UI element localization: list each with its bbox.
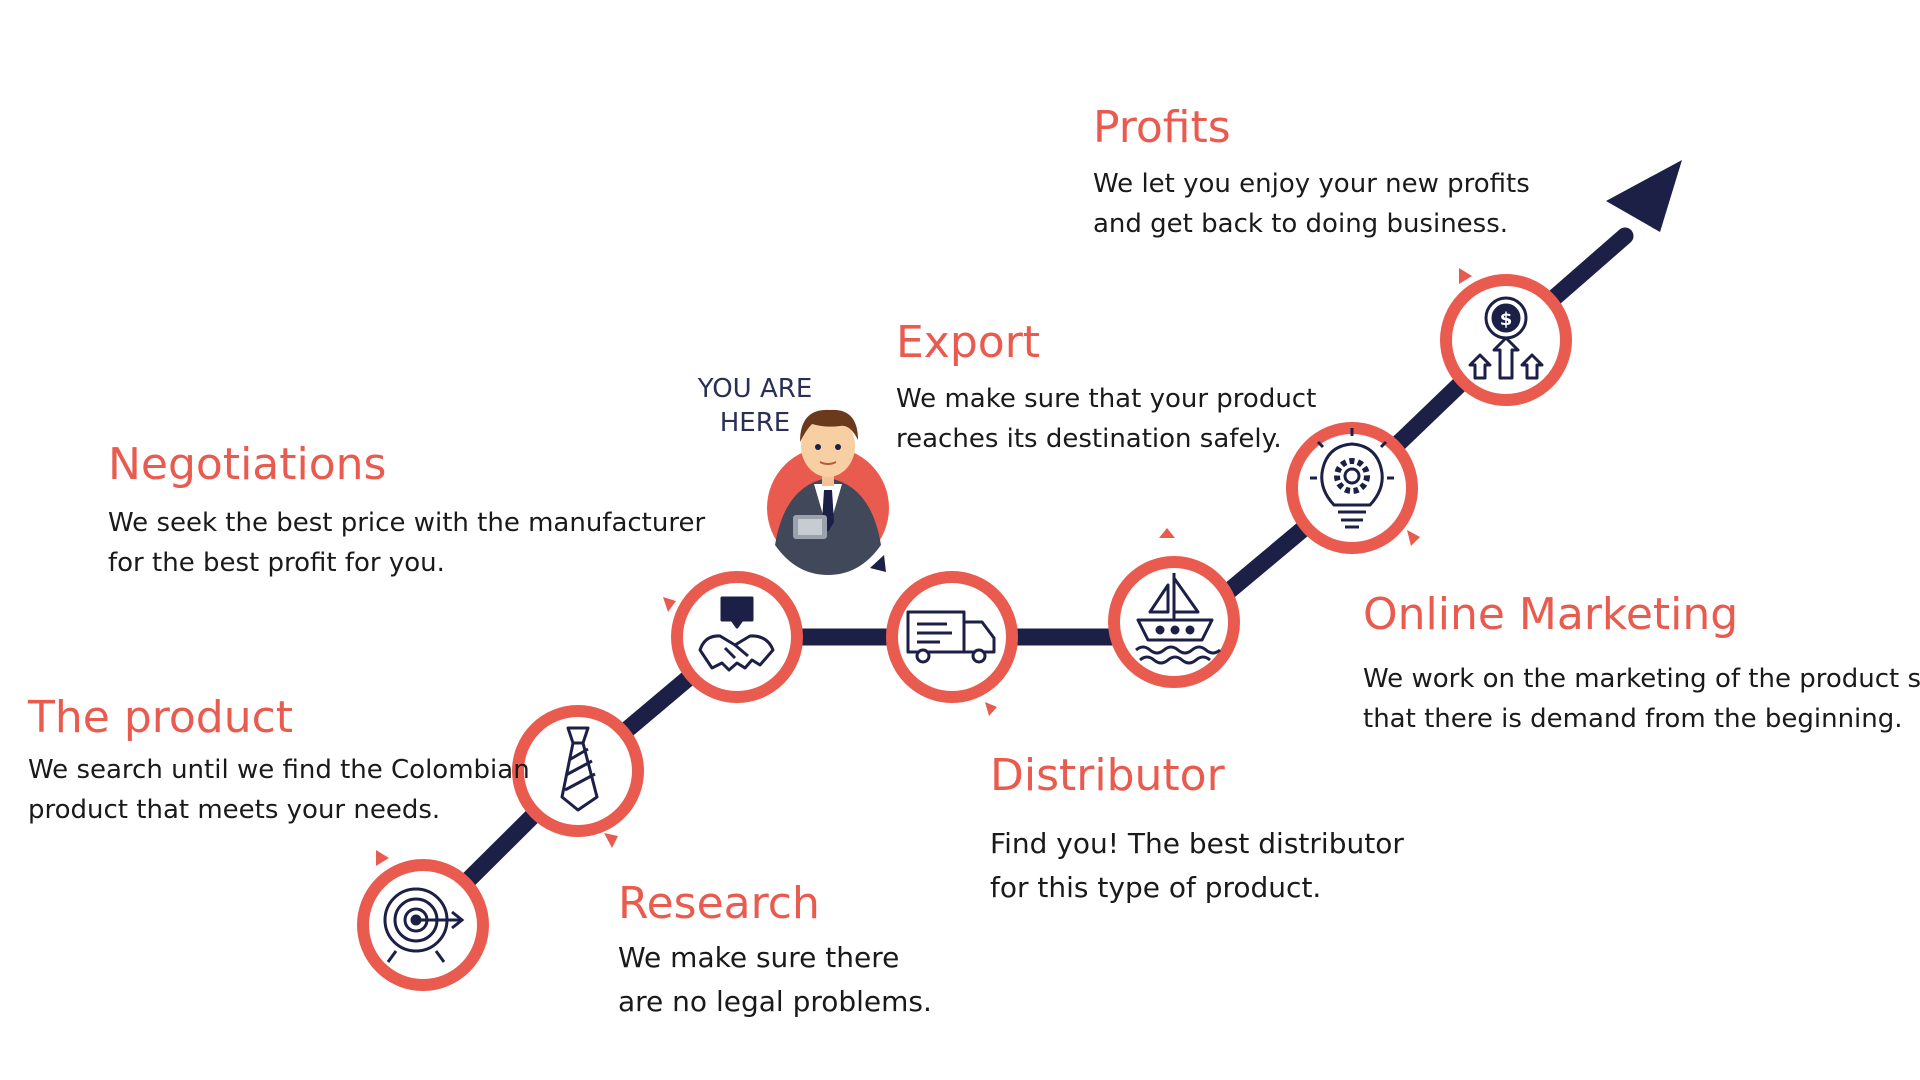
truck-icon: [906, 610, 996, 664]
description-line: We make sure there: [618, 941, 900, 974]
step-title: Profits: [1093, 102, 1231, 153]
description-line: We make sure that your product: [896, 384, 1317, 414]
description-line: that there is demand from the beginning.: [1363, 704, 1903, 734]
step-title: Export: [896, 317, 1041, 368]
description-line: for the best profit for you.: [108, 548, 445, 578]
node-negotiations: [671, 571, 803, 703]
accent-triangles: [376, 268, 1472, 866]
target-icon: [383, 887, 465, 963]
lightbulb-gear-icon: [1310, 428, 1394, 529]
step-distributor: Distributor Find you! The best distribut…: [990, 748, 1404, 910]
node-distributor: [886, 571, 1018, 703]
step-the-product: The product We search until we find the …: [28, 690, 530, 830]
step-negotiations: Negotiations We seek the best price with…: [108, 437, 705, 583]
description-line: and get back to doing business.: [1093, 209, 1509, 239]
step-description: We work on the marketing of the product …: [1363, 659, 1920, 739]
step-description: We seek the best price with the manufact…: [108, 503, 705, 583]
step-title: Distributor: [990, 750, 1225, 801]
step-online-marketing: Online Marketing We work on the marketin…: [1363, 587, 1920, 739]
handshake-icon: [698, 596, 775, 672]
node-online-marketing: [1286, 422, 1418, 554]
step-title: Research: [618, 878, 820, 929]
money-growth-icon: $: [1468, 296, 1544, 380]
description-line: are no legal problems.: [618, 985, 932, 1018]
step-title: The product: [28, 692, 294, 743]
description-line: We let you enjoy your new profits: [1093, 169, 1530, 199]
ship-icon: [1135, 573, 1221, 665]
description-line: We search until we find the Colombian: [28, 755, 530, 785]
step-description: We search until we find the Colombian pr…: [28, 750, 530, 830]
step-description: Find you! The best distributor for this …: [990, 822, 1404, 910]
svg-text:$: $: [1500, 309, 1513, 330]
person-avatar: [767, 409, 889, 575]
arrow-head-icon: [1606, 160, 1682, 232]
description-line: Find you! The best distributor: [990, 827, 1404, 860]
you-are-here-line2: HERE: [719, 408, 791, 438]
description-line: We seek the best price with the manufact…: [108, 508, 706, 538]
description-line: We work on the marketing of the product …: [1363, 664, 1920, 694]
step-title: Negotiations: [108, 439, 387, 490]
step-export: Export We make sure that your product re…: [896, 315, 1316, 459]
description-line: for this type of product.: [990, 871, 1322, 904]
node-profits: $: [1440, 274, 1572, 406]
you-are-here-line1: YOU ARE: [697, 374, 813, 404]
node-the-product: [357, 859, 489, 991]
node-export: [1108, 556, 1240, 688]
step-description: We let you enjoy your new profits and ge…: [1093, 164, 1530, 244]
node-research: [512, 705, 644, 837]
step-description: We make sure that your product reaches i…: [896, 379, 1316, 459]
tie-icon: [560, 726, 599, 812]
you-are-here-label: YOU ARE HERE: [670, 372, 840, 440]
description-line: reaches its destination safely.: [896, 424, 1282, 454]
step-research: Research We make sure there are no legal…: [618, 876, 932, 1024]
pointer-triangle: [870, 555, 886, 572]
step-profits: Profits We let you enjoy your new profit…: [1093, 100, 1530, 244]
step-description: We make sure there are no legal problems…: [618, 936, 932, 1024]
description-line: product that meets your needs.: [28, 795, 441, 825]
step-title: Online Marketing: [1363, 589, 1739, 640]
